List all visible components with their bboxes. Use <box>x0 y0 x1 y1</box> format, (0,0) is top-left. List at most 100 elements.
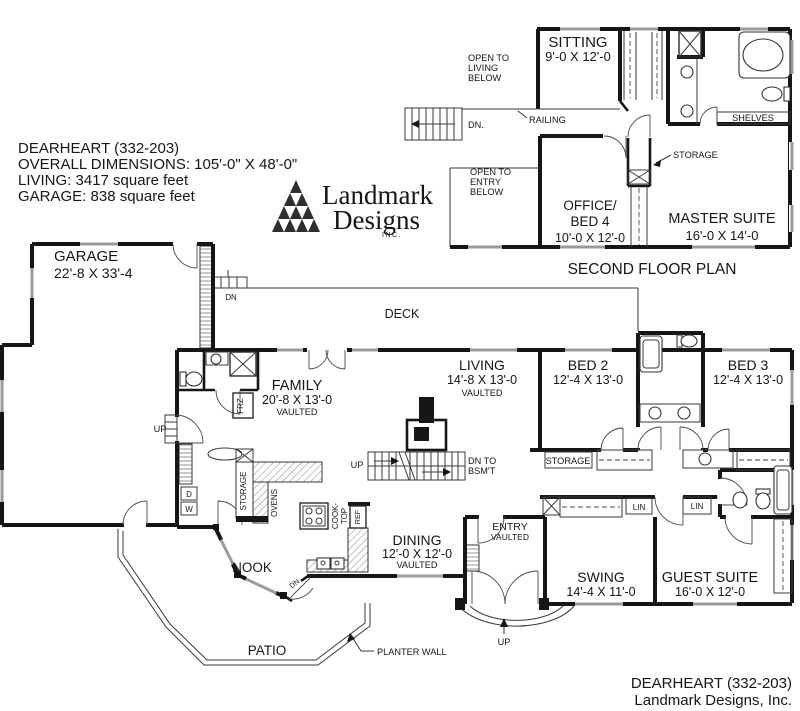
bed3-label: BED 3 <box>728 357 769 373</box>
patio-label: PATIO <box>248 643 287 658</box>
plan-garage-area: GARAGE: 838 square feet <box>18 188 196 205</box>
patio-planter-wall-outline <box>117 529 371 666</box>
up-stairs-label: UP <box>351 460 364 470</box>
hall-storage-box <box>544 451 593 469</box>
cooktop-label-2: TOP <box>340 508 349 524</box>
toilet-main-tank <box>179 371 187 387</box>
guest-suite-dims: 16'-0 X 12'-0 <box>675 585 745 599</box>
garage-dims: 22'-8 X 33'-4 <box>54 265 133 281</box>
landmark-logo: Landmark Designs INC. <box>272 180 433 239</box>
kitchen-fixtures <box>213 448 367 599</box>
dn-bsmt-label-1: DN TO <box>468 456 496 466</box>
office-dims: 10'-0 X 12'-0 <box>555 231 625 245</box>
kitchen-counter-right <box>347 527 369 573</box>
sitting-label: SITTING <box>548 34 607 51</box>
hall-closets <box>542 449 793 594</box>
logo-word2: Designs <box>333 205 420 235</box>
kitchen-counters <box>178 245 480 573</box>
linen-1-box <box>625 497 653 515</box>
second-floor-windows <box>468 26 795 250</box>
beds-bath-vanity <box>639 403 701 423</box>
linen-2-label: LIN <box>691 502 704 511</box>
office-label-2: BED 4 <box>570 214 610 229</box>
family-dims: 20'-8 X 13'-0 <box>262 393 332 407</box>
swing-label: SWING <box>577 569 624 585</box>
porch-up-arrow <box>500 618 508 627</box>
title-block: DEARHEART (332-203) OVERALL DIMENSIONS: … <box>18 140 297 205</box>
entry-label: ENTRY <box>492 521 527 533</box>
storage-label-2f: STORAGE <box>673 150 718 160</box>
dn-label-2f: DN. <box>468 120 484 130</box>
linen-1-label: LIN <box>633 503 646 512</box>
deck-label: DECK <box>385 307 420 321</box>
second-floor-stairs <box>404 107 463 141</box>
logo-inc: INC. <box>382 232 402 239</box>
storage-2f-box <box>627 169 651 185</box>
cooktop-label-1: COOK- <box>331 503 340 530</box>
second-floor-caption: SECOND FLOOR PLAN <box>568 261 737 278</box>
living-label: LIVING <box>459 357 505 373</box>
hall-storage-label: STORAGE <box>546 456 591 466</box>
main-floor-doors <box>122 243 753 605</box>
kitchen-sink-2 <box>330 557 345 570</box>
entry-note: VAULTED <box>491 532 529 542</box>
guest-suite-label: GUEST SUITE <box>662 570 759 586</box>
master-bath-fixtures <box>627 30 791 185</box>
tub-guest-bath <box>773 465 793 515</box>
second-floor-plan: SITTING 9'-0 X 12'-0 OPEN TO LIVING BELO… <box>404 26 795 278</box>
sink-2f-2 <box>680 104 694 118</box>
fireplace-chimney <box>419 397 434 423</box>
main-floor-labels: GARAGE 22'-8 X 33'-4 DN DECK FAMILY 20'-… <box>54 248 783 658</box>
nw-bath-laundry <box>164 351 257 516</box>
shower-2f <box>678 30 702 58</box>
plan-living-area: LIVING: 3417 square feet <box>18 172 189 189</box>
living-note: VAULTED <box>461 388 502 398</box>
freezer-label: FRZ <box>236 398 245 414</box>
shelves-strip <box>716 111 791 125</box>
toilet-guest-bath <box>755 492 771 510</box>
logo-word1: Landmark <box>322 180 433 210</box>
open-to-entry-3: BELOW <box>470 187 504 197</box>
kitchen-sink-1 <box>316 557 331 570</box>
family-label: FAMILY <box>272 378 323 394</box>
linen-2-box <box>682 496 712 515</box>
office-label-1: OFFICE/ <box>563 198 616 213</box>
dn-nook-label: DN <box>287 577 301 590</box>
main-floor-plan: GARAGE 22'-8 X 33'-4 DN DECK FAMILY 20'-… <box>0 241 795 666</box>
sink-guest-bath <box>732 491 748 509</box>
plan-title: DEARHEART (332-203) <box>18 140 179 157</box>
bed3-dims: 12'-4 X 13'-0 <box>713 373 783 387</box>
bed2-label: BED 2 <box>568 357 609 373</box>
shelves-label: SHELVES <box>732 113 774 123</box>
dn-garage-label: DN <box>225 293 237 302</box>
guest-closet <box>773 518 793 594</box>
dining-dims: 12'-0 X 12'-0 <box>382 547 452 561</box>
washer-label: W <box>185 505 193 514</box>
footer: DEARHEART (332-203) Landmark Designs, In… <box>631 675 792 709</box>
dn-bsmt-label-2: BSM'T <box>468 466 496 476</box>
dining-label: DINING <box>393 532 442 548</box>
refrigerator-box <box>349 505 367 529</box>
open-to-living-3: BELOW <box>468 73 502 83</box>
dining-note: VAULTED <box>396 560 437 570</box>
swing-dims: 14'-4 X 11'-0 <box>566 585 635 599</box>
ovens-label: OVENS <box>270 489 279 517</box>
living-dims: 14'-8 X 13'-0 <box>447 373 517 387</box>
sink-main-bath <box>210 353 222 365</box>
freezer-box <box>232 392 254 419</box>
railing-label: RAILING <box>529 115 566 125</box>
plan-dimensions: OVERALL DIMENSIONS: 105'-0" X 48'-0" <box>18 156 297 173</box>
tub-beds-bath <box>639 335 663 373</box>
up-hall-label: UP <box>154 424 167 434</box>
footer-plan-title: DEARHEART (332-203) <box>631 675 792 692</box>
open-to-entry-2: ENTRY <box>470 177 501 187</box>
bed3-vanity <box>682 449 734 469</box>
washer-box <box>180 501 198 516</box>
main-stairs <box>367 397 466 481</box>
garage-wall-band <box>199 245 213 349</box>
entry-closet <box>465 544 480 572</box>
master-suite-label: MASTER SUITE <box>668 211 775 227</box>
sitting-dims: 9'-0 X 12'-0 <box>545 49 611 64</box>
dryer-label: D <box>186 490 192 499</box>
